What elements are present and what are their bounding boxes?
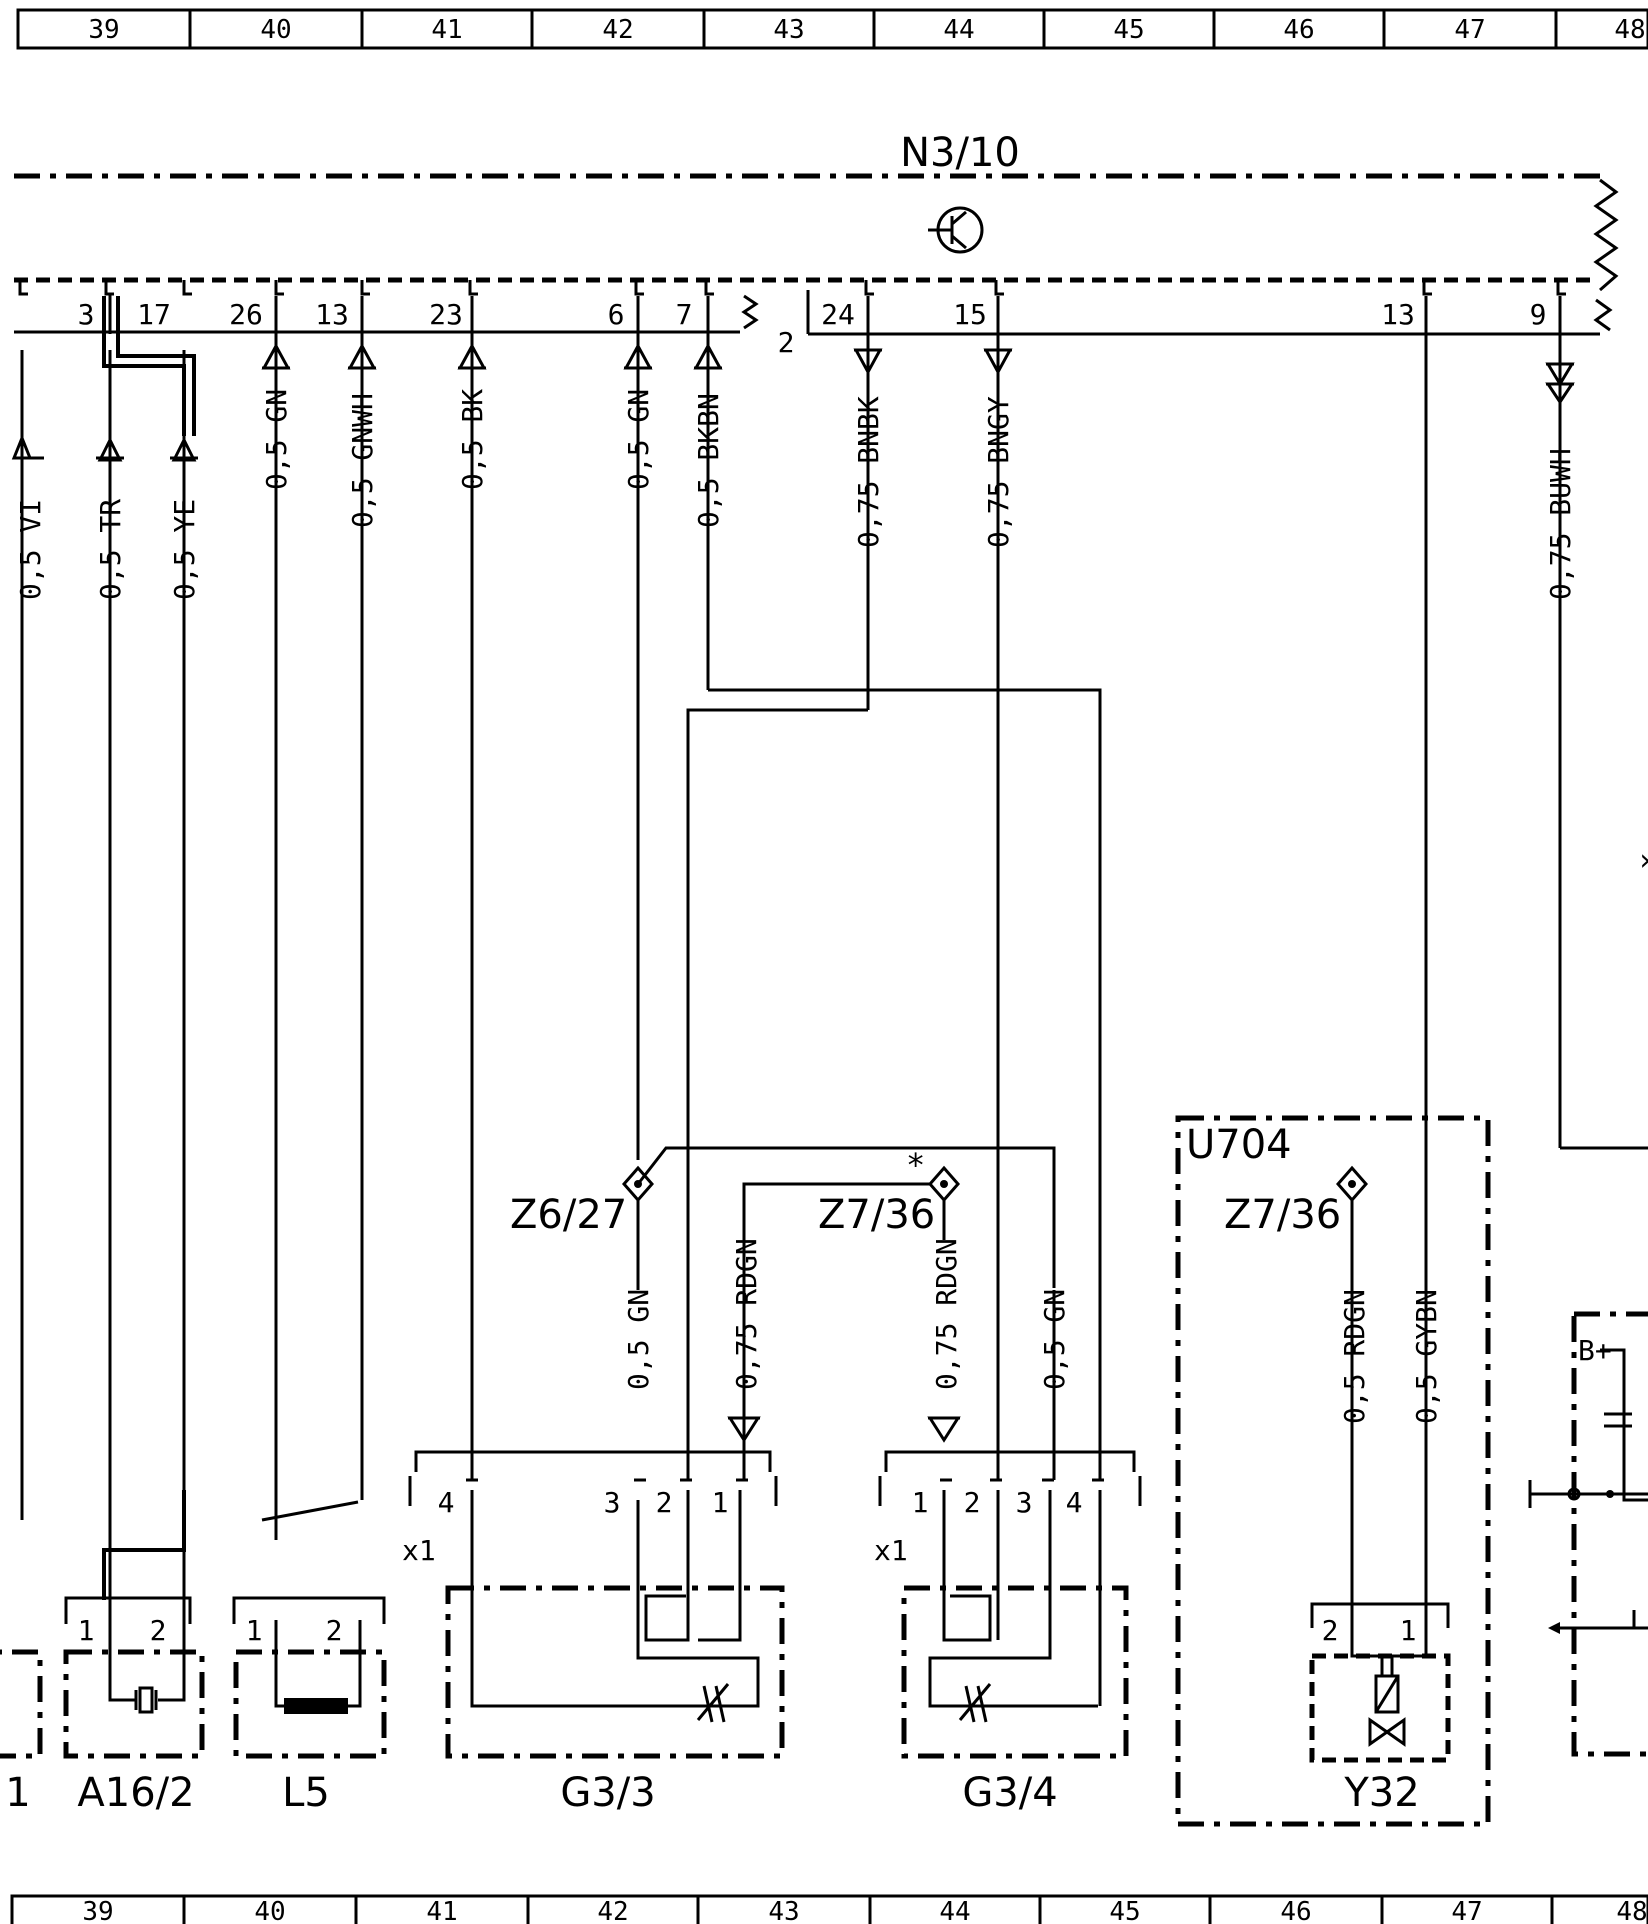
g33-pin-2: 2 <box>656 1486 673 1519</box>
wire-bk-label: 0,5 BK <box>456 389 489 490</box>
wire-gn-26-label: 0,5 GN <box>260 389 293 490</box>
wire-gn-g33-label: 0,5 GN <box>622 1289 655 1390</box>
splice-z7-36-label-b: Z7/36 <box>1224 1192 1341 1238</box>
grid-bottom-47: 47 <box>1451 1897 1482 1924</box>
component-y32-label: Y32 <box>1343 1770 1419 1816</box>
wire-ye-label: 0,5 YE <box>168 499 201 600</box>
grid-top-42: 42 <box>602 15 633 45</box>
pin-6: 6 <box>608 298 625 331</box>
grid-top-39: 39 <box>88 15 119 45</box>
pin-13b: 13 <box>1381 298 1415 331</box>
wire-rdgn-g33-label: 0,75 RDGN <box>730 1238 763 1390</box>
wire-bnbk-label: 0,75 BNBK <box>852 396 885 548</box>
component-u704-label: U704 <box>1186 1122 1292 1168</box>
g34-pin-3: 3 <box>1016 1486 1033 1519</box>
pin-9: 9 <box>1530 298 1547 331</box>
component-a16-2-label: A16/2 <box>77 1770 194 1816</box>
wire-bngy-label: 0,75 BNGY <box>982 396 1015 548</box>
variable-capacitor-icon <box>696 1683 730 1723</box>
grid-bottom-43: 43 <box>768 1897 799 1924</box>
y32-pin-1: 1 <box>1400 1614 1417 1647</box>
component-l5: 1 2 L5 <box>232 1500 387 1816</box>
splice-z7-36-label-a: Z7/36 <box>818 1192 935 1238</box>
edge-mark: › <box>1636 843 1648 878</box>
wire-gnwh-label: 0,5 GNWH <box>346 393 379 528</box>
variable-capacitor-icon-2 <box>958 1683 992 1723</box>
grid-top-45: 45 <box>1113 15 1144 45</box>
splices: Z6/27 Z7/36 * Z7/36 <box>510 1146 1368 1292</box>
component-g3-4-label: G3/4 <box>962 1770 1057 1816</box>
y32-pin-2: 2 <box>1322 1614 1339 1647</box>
grid-bottom-42: 42 <box>597 1897 628 1924</box>
component-a16-2: 1 2 A16/2 <box>63 1490 205 1816</box>
pin-24: 24 <box>821 298 855 331</box>
g33-pin-4: 4 <box>438 1486 455 1519</box>
component-left-partial-label: 1 <box>5 1770 30 1816</box>
component-l5-label: L5 <box>282 1770 330 1816</box>
l5-pin-2: 2 <box>326 1614 343 1647</box>
pin-17: 17 <box>137 298 171 331</box>
component-right-partial: B+ <box>1528 1311 1648 1757</box>
asterisk-mark: * <box>906 1146 925 1184</box>
grid-strip-bottom: 39 40 41 42 43 44 45 46 47 48 <box>10 1894 1648 1924</box>
g34-pin-4: 4 <box>1066 1486 1083 1519</box>
grid-top-41: 41 <box>431 15 462 45</box>
wire-bkbn-label: 0,5 BKBN <box>692 393 725 528</box>
grid-top-48: 48 <box>1614 15 1645 45</box>
solenoid-valve-icon <box>1368 1674 1406 1747</box>
g34-pin-1: 1 <box>912 1486 929 1519</box>
a162-pin-2: 2 <box>150 1614 167 1647</box>
grid-top-44: 44 <box>943 15 974 45</box>
wire-tr-label: 0,5 TR <box>94 499 127 600</box>
x1-right-label: x1 <box>874 1534 908 1567</box>
pin-26: 26 <box>229 298 263 331</box>
g34-pin-2: 2 <box>964 1486 981 1519</box>
grid-bottom-46: 46 <box>1280 1897 1311 1924</box>
pin-23: 23 <box>429 298 463 331</box>
grid-bottom-41: 41 <box>426 1897 457 1924</box>
component-g3-3: 4 3 2 1 x1 G3/3 <box>402 1292 785 1816</box>
grid-bottom-39: 39 <box>82 1897 113 1924</box>
grid-bottom-48: 48 <box>1616 1897 1647 1924</box>
connector-2-label: 2 <box>778 326 795 359</box>
grid-top-46: 46 <box>1283 15 1314 45</box>
g33-pin-3: 3 <box>604 1486 621 1519</box>
crystal-icon <box>138 1686 154 1714</box>
x1-left-label: x1 <box>402 1534 436 1567</box>
a162-pin-1: 1 <box>78 1614 95 1647</box>
l5-pin-1: 1 <box>246 1614 263 1647</box>
component-left-partial: 1 <box>0 1649 43 1816</box>
module-name: N3/10 <box>900 130 1020 176</box>
pin-13a: 13 <box>315 298 349 331</box>
component-g3-4: 1 2 3 4 x1 G3/4 <box>874 1290 1142 1816</box>
pin-3: 3 <box>78 298 95 331</box>
module-n3-10: N3/10 2 <box>14 130 1619 359</box>
module-pins: 3 17 26 13 23 6 7 24 15 13 9 <box>18 280 1566 334</box>
component-g3-3-label: G3/3 <box>560 1770 655 1816</box>
grid-bottom-45: 45 <box>1109 1897 1140 1924</box>
wire-vi-label: 0,5 VI <box>14 499 47 600</box>
wire-rdgn-g34-label: 0,75 RDGN <box>930 1238 963 1390</box>
grid-top-40: 40 <box>260 15 291 45</box>
grid-top-43: 43 <box>773 15 804 45</box>
wire-rdgn-y32-label: 0,5 RDGN <box>1338 1289 1371 1424</box>
g33-pin-1: 1 <box>712 1486 729 1519</box>
inductive-sensor-icon <box>284 1698 348 1714</box>
transistor-icon <box>928 206 984 254</box>
pin-15: 15 <box>953 298 987 331</box>
grid-top-47: 47 <box>1454 15 1485 45</box>
wire-labels: 0,5 VI 0,5 TR 0,5 YE 0,5 GN 0,5 GNWH 0,5… <box>14 389 1577 1424</box>
grid-bottom-40: 40 <box>254 1897 285 1924</box>
wire-buwh-label: 0,75 BUWH <box>1544 448 1577 600</box>
grid-strip-top: 39 40 41 42 43 44 45 46 47 48 <box>16 8 1648 50</box>
pin-7: 7 <box>676 298 693 331</box>
splice-z6-27-label: Z6/27 <box>510 1192 627 1238</box>
upper-wires: › <box>11 296 1648 1620</box>
grid-bottom-44: 44 <box>939 1897 970 1924</box>
component-u704: U704 2 1 Y32 <box>1175 1115 1491 1827</box>
wire-gn-6-label: 0,5 GN <box>622 389 655 490</box>
